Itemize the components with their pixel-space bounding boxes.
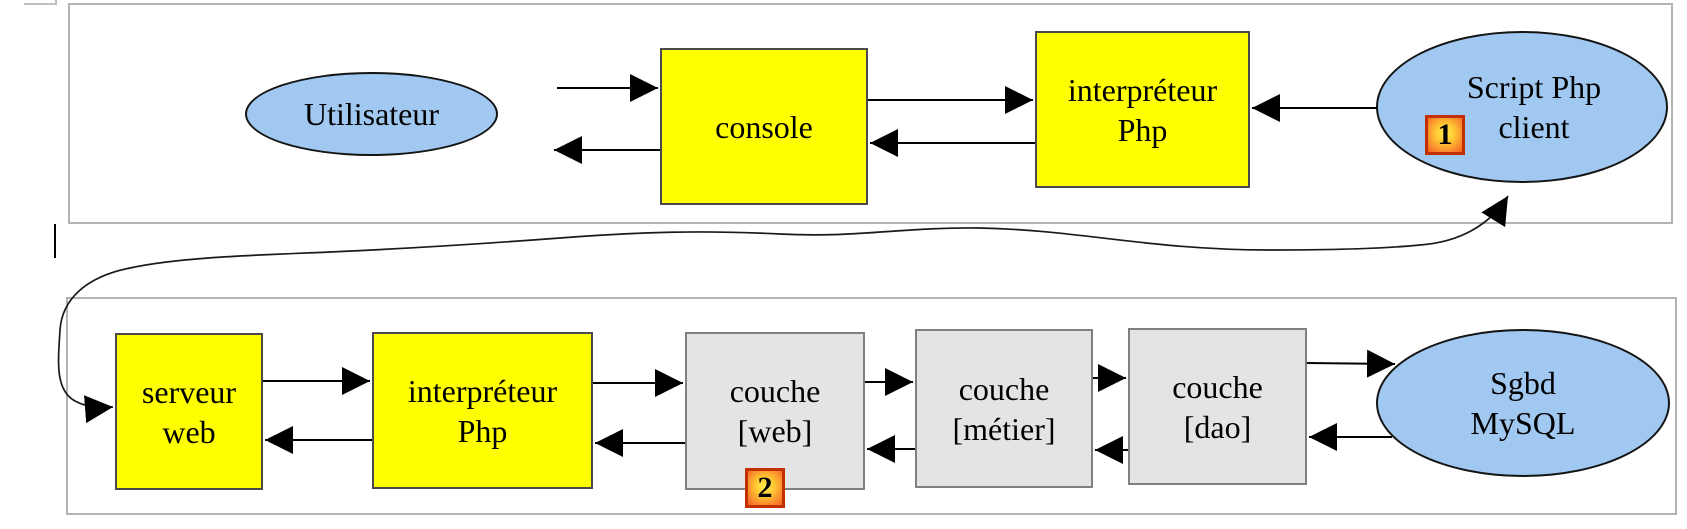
node-interpreteur-php-top: interpréteur Php	[1035, 31, 1250, 188]
node-interpreteur-php-top-label: interpréteur Php	[1067, 71, 1218, 148]
node-utilisateur: Utilisateur	[245, 72, 498, 156]
top-left-crop-mark	[24, 0, 57, 5]
node-console-label: console	[715, 108, 813, 145]
node-utilisateur-label: Utilisateur	[303, 96, 440, 132]
arrow-dao-to-sgbd	[1306, 349, 1396, 378]
step-1-badge-label: 1	[1437, 118, 1453, 151]
step-2-badge-label: 2	[757, 471, 773, 504]
curve-script-client-to-serveur-web	[57, 195, 1509, 424]
step-1-badge: 1	[1425, 115, 1465, 155]
node-script-php-client-label: Script Php client	[1466, 69, 1602, 145]
step-2-badge: 2	[745, 468, 785, 508]
node-script-php-client: Script Php client 1	[1376, 31, 1668, 183]
